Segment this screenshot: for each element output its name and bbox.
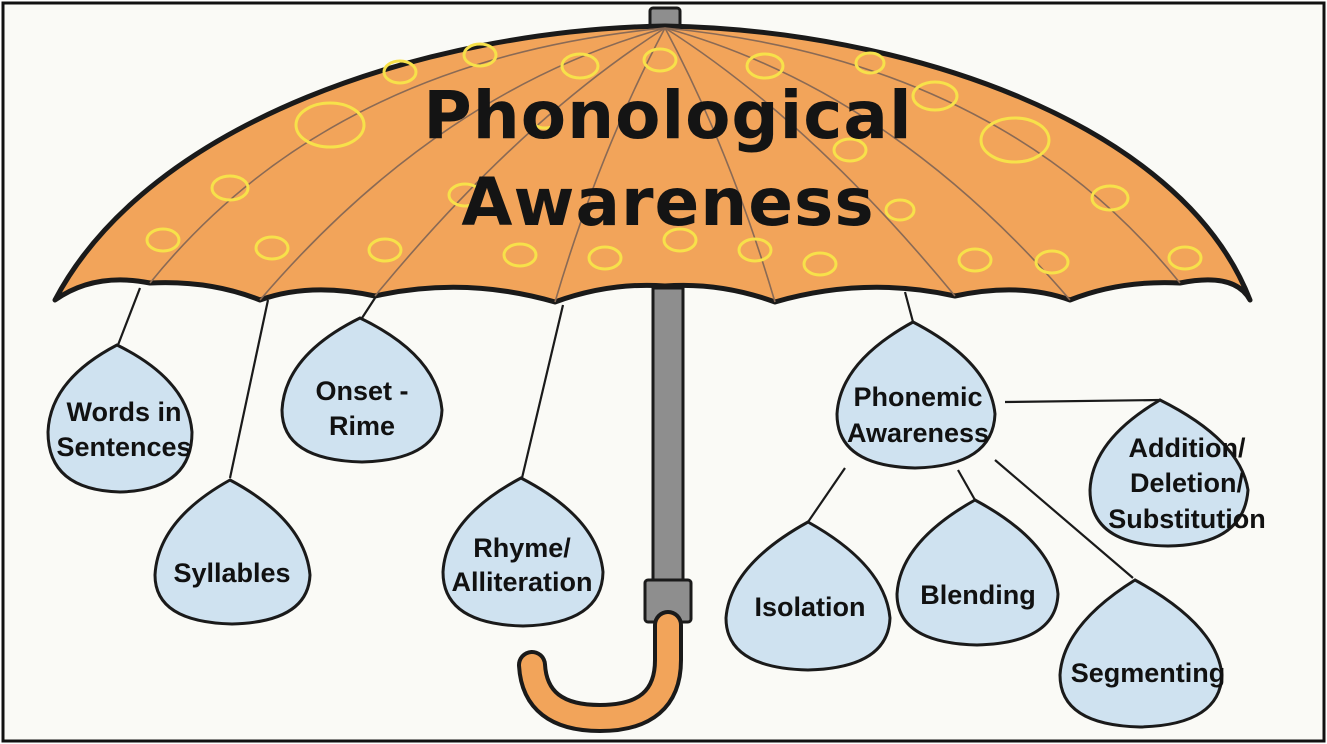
drop-label-line: Deletion/ xyxy=(1130,468,1245,498)
drop-label-line: Words in xyxy=(66,397,181,427)
umbrella-shaft xyxy=(653,288,683,588)
drop-label-line: Blending xyxy=(920,580,1036,610)
drop-label-line: Awareness xyxy=(847,418,989,448)
drop-label-line: Onset - xyxy=(315,376,408,406)
drop-label-line: Addition/ xyxy=(1129,433,1246,463)
drop-label-line: Substitution xyxy=(1108,504,1265,534)
drop-label-line: Sentences xyxy=(56,432,191,462)
drop-label-line: Phonemic xyxy=(853,382,982,412)
drop-label-line: Alliteration xyxy=(451,567,592,597)
drop-label-line: Syllables xyxy=(173,558,290,588)
drop-label-line: Segmenting xyxy=(1071,658,1226,688)
title-line-1: Phonological xyxy=(423,77,912,154)
title-line-2: Awareness xyxy=(461,164,874,241)
drop-label-line: Rime xyxy=(329,411,395,441)
drop-label-line: Rhyme/ xyxy=(473,533,571,563)
drop-label-line: Isolation xyxy=(754,592,865,622)
